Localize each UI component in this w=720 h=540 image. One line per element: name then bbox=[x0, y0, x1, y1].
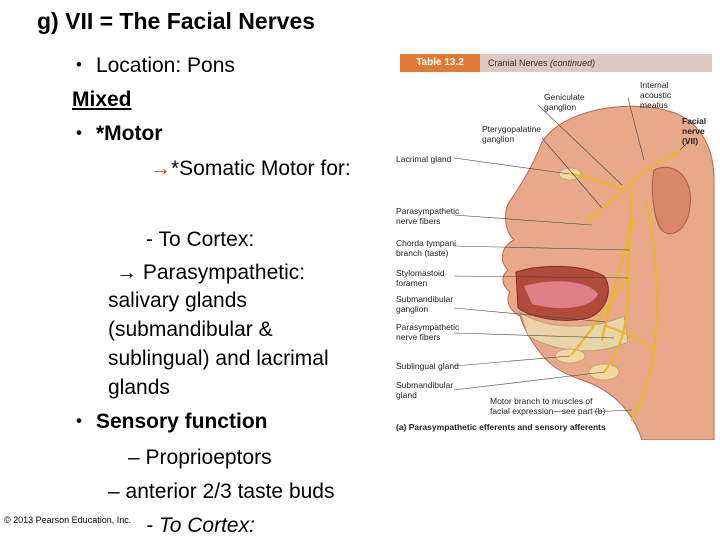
para-line-2: (submandibular & bbox=[108, 318, 273, 341]
para-line-1: salivary glands bbox=[108, 289, 247, 312]
facial-nerve-figure: Table 13.2 Cranial Nerves (continued) bbox=[392, 50, 716, 440]
bullet-sensory: • Sensory function bbox=[76, 410, 267, 434]
parasympathetic-line: → Parasympathetic: bbox=[116, 261, 305, 285]
somatic-motor-label: *Somatic Motor for: bbox=[171, 157, 351, 180]
location-value: Pons bbox=[187, 54, 235, 77]
table-header-bar: Table 13.2 Cranial Nerves (continued) bbox=[400, 54, 712, 72]
table-title-suffix: (continued) bbox=[550, 58, 596, 68]
somatic-motor-line: →*Somatic Motor for: bbox=[150, 157, 351, 181]
to-cortex-1: - To Cortex: bbox=[146, 228, 255, 251]
bullet-glyph: • bbox=[76, 55, 82, 74]
label-lacrimal: Lacrimal gland bbox=[396, 154, 452, 164]
slide-title: g) VII = The Facial Nerves bbox=[37, 8, 316, 34]
bullet-glyph: • bbox=[76, 411, 82, 430]
arrow-icon: → bbox=[150, 157, 171, 180]
para-line-3: sublingual) and lacrimal bbox=[108, 347, 329, 370]
to-cortex-2: - To Cortex: bbox=[146, 514, 255, 537]
table-title-text: Cranial Nerves bbox=[488, 58, 548, 68]
proprioceptors-line: – Proprioeptors bbox=[128, 446, 272, 469]
taste-buds-line: – anterior 2/3 taste buds bbox=[108, 480, 335, 503]
table-title: Cranial Nerves (continued) bbox=[488, 54, 595, 72]
arrow-icon: → bbox=[116, 261, 137, 284]
head-illustration bbox=[453, 97, 715, 440]
label-sublingual: Sublingual gland bbox=[396, 361, 459, 371]
label-leader-lines bbox=[453, 97, 689, 413]
jaw-bone bbox=[519, 310, 629, 352]
figure-caption: (a) Parasympathetic efferents and sensor… bbox=[396, 422, 606, 432]
facial-nerve-paths bbox=[570, 148, 684, 422]
tongue bbox=[524, 281, 598, 309]
mixed-heading: Mixed bbox=[72, 88, 132, 111]
motor-label: *Motor bbox=[95, 122, 163, 145]
parasympathetic-label: Parasympathetic: bbox=[142, 261, 306, 284]
bullet-glyph: • bbox=[76, 123, 82, 142]
bullet-location: • Location: Pons bbox=[76, 54, 235, 78]
location-label: Location: bbox=[95, 54, 188, 77]
table-tag: Table 13.2 bbox=[400, 54, 480, 72]
sensory-label: Sensory function bbox=[95, 410, 268, 433]
bullet-motor: • *Motor bbox=[76, 122, 162, 146]
para-line-4: glands bbox=[108, 376, 170, 399]
copyright-notice: © 2013 Pearson Education, Inc. bbox=[4, 515, 132, 525]
ear-shape bbox=[651, 166, 691, 235]
